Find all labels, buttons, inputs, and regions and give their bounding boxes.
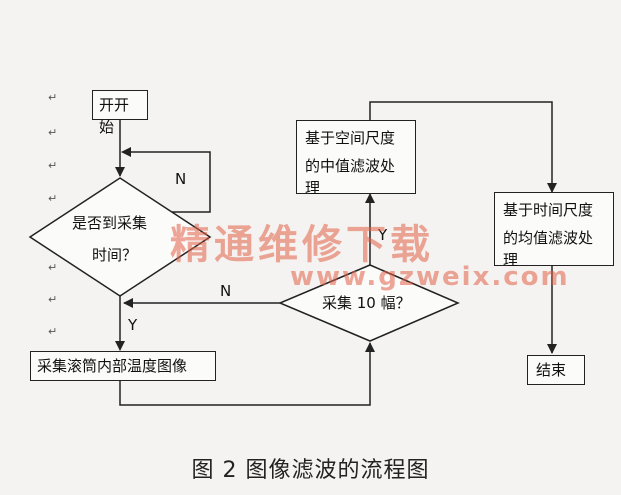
decision-count-diamond (278, 264, 460, 342)
edge-label-count-no: N (220, 282, 232, 300)
edge-collect-to-count (119, 342, 375, 406)
end-node: 结束 (527, 355, 585, 385)
temporal-mean-label-line2: 的均值滤波处理 (503, 229, 594, 269)
watermark-text: 精通维修下载 (170, 222, 434, 268)
decision-time-label-line1: 是否到采集 (72, 214, 148, 232)
margin-mark: ↵ (48, 126, 58, 139)
edge-label-time-no: N (175, 170, 187, 188)
watermark-url: www.gzweix.com (290, 262, 570, 292)
start-node: 开开始 (92, 90, 148, 136)
temporal-mean-node: 基于时间尺度 的均值滤波处理 (494, 192, 614, 269)
end-node-label: 结束 (536, 361, 567, 379)
spatial-median-label-line2: 的中值滤波处理 (305, 157, 396, 197)
edge-label-time-yes: Y (128, 316, 138, 334)
decision-count-label: 采集 10 幅？ (322, 294, 411, 312)
edge-label-count-yes: Y (378, 226, 388, 244)
collect-image-node: 采集滚筒内部温度图像 (30, 351, 216, 381)
margin-mark: ↵ (48, 192, 58, 205)
decision-time-label-line2: 时间？ (92, 246, 138, 264)
margin-mark: ↵ (48, 325, 58, 338)
edge-time-no-loop (121, 147, 211, 213)
margin-mark: ↵ (48, 159, 58, 172)
temporal-mean-label-line1: 基于时间尺度 (503, 201, 594, 219)
figure-caption: 图 2 图像滤波的流程图 (191, 458, 430, 483)
edge-spatial-to-temporal (369, 101, 557, 193)
collect-image-label: 采集滚筒内部温度图像 (37, 357, 188, 375)
margin-mark: ↵ (48, 91, 58, 104)
margin-mark: ↵ (48, 293, 58, 306)
spatial-median-label-line1: 基于空间尺度 (305, 129, 396, 147)
start-node-label: 开开始 (99, 96, 130, 136)
margin-mark: ↵ (48, 261, 58, 274)
spatial-median-node: 基于空间尺度 的中值滤波处理 (296, 120, 416, 197)
